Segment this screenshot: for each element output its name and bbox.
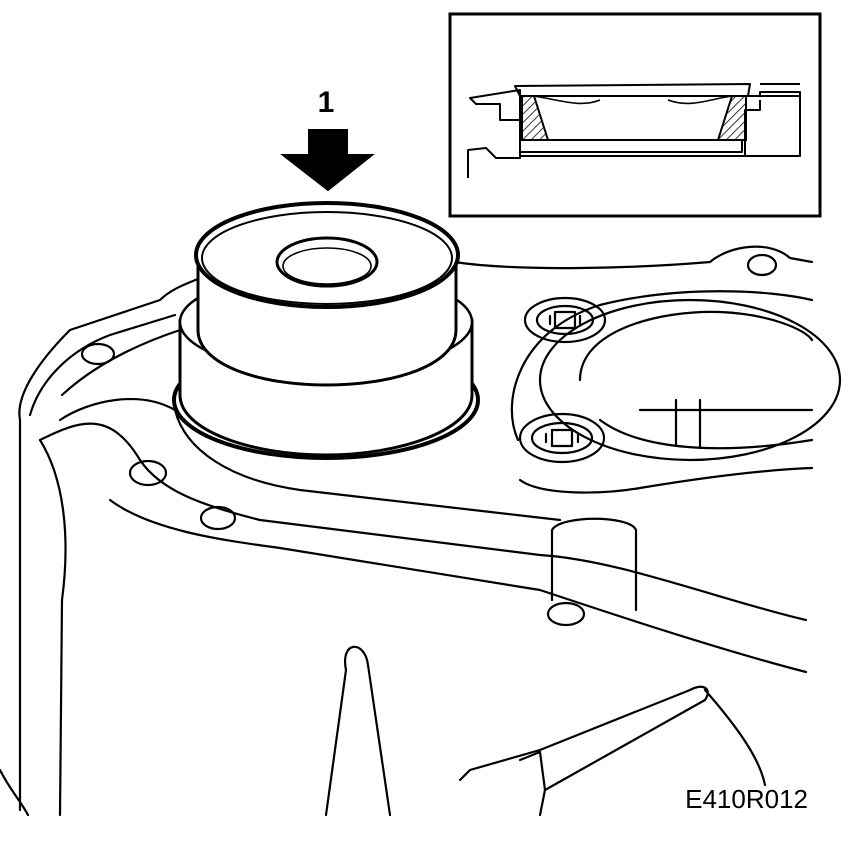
callout-leader (703, 688, 767, 787)
bearing-bore-outer (538, 298, 842, 462)
inset-seal-lip-curve-right (667, 95, 733, 105)
bolt-hole-3 (199, 505, 237, 531)
bearing-boss-outline (510, 290, 814, 442)
bolt-hole-1 (80, 342, 116, 366)
inset-seal-lip-curve-left (533, 95, 601, 105)
shift-lever (458, 685, 709, 817)
inset-seal-lip-right (716, 95, 747, 141)
bolt-head-upper (523, 296, 607, 344)
flange-gasket-line (60, 328, 182, 397)
callout-number: 1 (318, 86, 335, 119)
lower-components (0, 645, 767, 817)
bolt-hole-4 (546, 601, 586, 627)
seal-drift-tool (172, 201, 480, 460)
inset-bottom-plate (519, 139, 743, 153)
shift-rod (324, 645, 392, 817)
housing-left-wall (18, 418, 67, 817)
gearbox-housing (18, 245, 842, 817)
bearing-bore-web (638, 398, 814, 450)
inset-seal-lip-left (521, 95, 550, 141)
bolt-hole-5 (746, 253, 778, 277)
tool-centre-recess-inner (282, 247, 372, 285)
section-detail-inset (448, 12, 822, 218)
figure-reference-code: E410R012 (685, 784, 808, 814)
bolt-head-lower (518, 412, 606, 464)
housing-edge-bottom (0, 768, 30, 817)
bearing-boss-lower (518, 466, 814, 494)
bearing-bore-inner (578, 310, 814, 450)
inset-right-housing (744, 91, 801, 157)
press-down-arrow-icon (280, 129, 375, 192)
housing-flange-outline (18, 245, 814, 422)
flange-inner-contour (28, 313, 808, 622)
inset-left-housing (467, 89, 521, 178)
inset-frame (448, 12, 822, 218)
housing-rib (550, 517, 638, 612)
inset-top-right-lines (755, 83, 800, 97)
flange-lower-edge (108, 498, 808, 674)
bolt-hole-2 (128, 459, 168, 487)
